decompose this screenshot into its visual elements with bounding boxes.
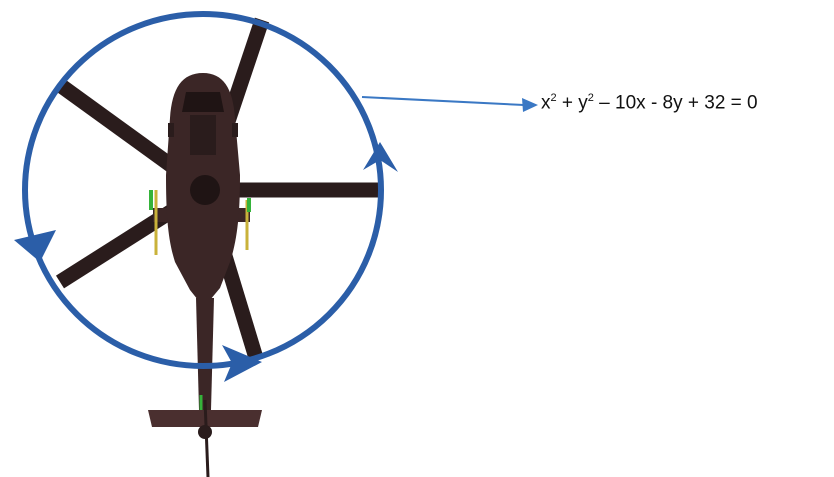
eq-rest: – 10x - 8y + 32 = 0 xyxy=(593,92,758,114)
circle-equation: x2 + y2 – 10x - 8y + 32 = 0 xyxy=(541,92,758,114)
orbit-arrow-left xyxy=(14,230,56,262)
orbit-arrow-bottom xyxy=(222,345,262,382)
eq-x: x xyxy=(541,92,551,114)
equation-pointer-arrowhead xyxy=(522,98,538,112)
rotor-hub xyxy=(190,175,220,205)
left-mirror xyxy=(168,123,174,137)
tail-rotor-hub xyxy=(198,425,212,439)
eq-x-exponent: 2 xyxy=(550,92,557,104)
equation-pointer-line xyxy=(361,96,525,106)
tail-boom xyxy=(196,298,214,410)
orbit-arrow-right xyxy=(363,142,398,172)
orbit-circle xyxy=(22,11,384,369)
eq-y: + y xyxy=(556,92,588,114)
eq-y-exponent: 2 xyxy=(587,92,594,104)
cockpit-window xyxy=(182,92,224,112)
direction-arrow-icon xyxy=(14,142,398,382)
cockpit-panel xyxy=(190,115,216,155)
helicopter-top-view-icon xyxy=(148,73,262,477)
right-mirror xyxy=(232,123,238,137)
